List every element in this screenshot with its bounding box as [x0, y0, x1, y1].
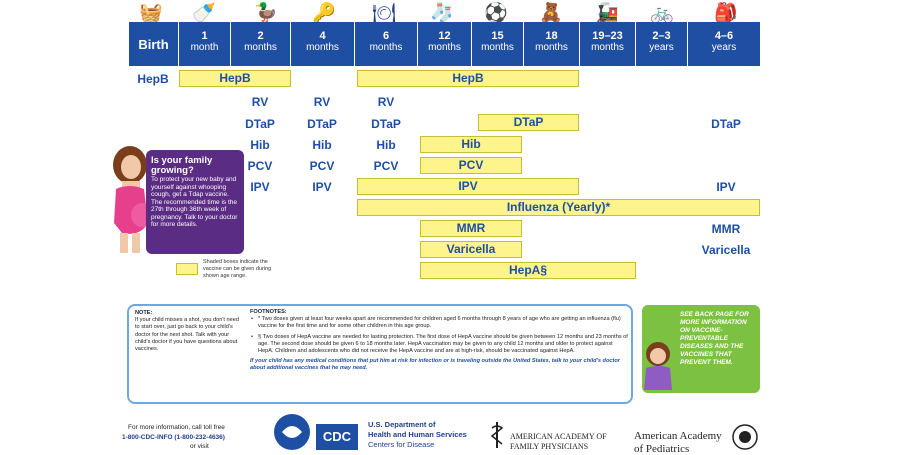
dtap-46-label: DTaP: [711, 117, 741, 131]
varicella-bar-12-15: Varicella: [420, 241, 522, 258]
back-page-info-text: See back page for more information on va…: [680, 311, 749, 366]
hib-2-label: Hib: [250, 138, 270, 152]
footnotes-title: FOOTNOTES:: [250, 309, 287, 315]
cdc-logo-text: CDC: [322, 429, 352, 444]
hhs-line1: U.S. Department of: [368, 420, 436, 429]
ipv-2-label: IPV: [250, 180, 270, 194]
footnotes-section: FOOTNOTES: * Two doses given at least fo…: [250, 309, 628, 373]
footnote-medical-conditions: If your child has any medical conditions…: [250, 358, 620, 372]
dtap-6-label: DTaP: [371, 117, 401, 131]
aap-line1: American Academy: [634, 430, 722, 442]
legend-swatch: [176, 263, 198, 275]
footnote-influenza: * Two doses given at least four weeks ap…: [250, 316, 628, 330]
rv-6-label: RV: [377, 95, 395, 109]
rattle-icon: 🔑: [312, 3, 336, 24]
notes-panel: [127, 304, 633, 404]
hib-4-label: Hib: [312, 138, 332, 152]
tricycle-icon: 🚲: [650, 3, 674, 24]
footnote-hepa: § Two doses of HepA vaccine are needed f…: [250, 334, 628, 356]
varicella-46-label: Varicella: [701, 243, 751, 257]
cdc-logo: CDC: [316, 424, 358, 450]
more-info-text: For more information, call toll free: [128, 424, 225, 431]
dtap-4-label: DTaP: [307, 117, 337, 131]
hepb-bar-1-2: HepB: [179, 70, 291, 87]
hib-bar-12-15: Hib: [420, 136, 522, 153]
pcv-4-label: PCV: [309, 159, 335, 173]
note-title: NOTE:: [135, 310, 153, 316]
bib-icon: 🍽: [371, 3, 397, 24]
pcv-6-label: PCV: [373, 159, 399, 173]
aafp-logo: [490, 422, 504, 448]
note-body: If your child misses a shot, you don't n…: [135, 317, 239, 353]
train-icon: 🚂: [595, 3, 619, 24]
phone-number: 1-800-CDC-INFO (1-800-232-4636): [122, 434, 225, 441]
pregnancy-callout: Is your family growing? To protect your …: [146, 150, 244, 254]
aap-seal-icon: [732, 424, 758, 450]
aafp-line1: AMERICAN ACADEMY OF: [510, 432, 607, 441]
callout-title: Is your family growing?: [151, 155, 213, 176]
legend-text: Shaded boxes indicate the vaccine can be…: [203, 259, 272, 279]
pcv-2-label: PCV: [247, 159, 273, 173]
backpack-icon: 🎒: [714, 3, 738, 24]
hepb-bar-6-18: HepB: [357, 70, 579, 87]
ball-icon: ⚽: [484, 3, 508, 24]
hhs-line3: Centers for Disease: [368, 440, 435, 449]
callout-body: To protect your new baby and yourself ag…: [151, 176, 238, 228]
visit-text: or visit: [190, 443, 209, 450]
rv-4-label: RV: [313, 95, 331, 109]
hib-6-label: Hib: [376, 138, 396, 152]
child-illustration: [644, 342, 672, 390]
hhs-logo: [274, 414, 310, 450]
influenza-bar: Influenza (Yearly)*: [357, 199, 760, 216]
hepa-bar-12-23: HepA§: [420, 262, 636, 279]
dtap-bar-15-18: DTaP: [478, 114, 579, 131]
note-section: NOTE: If your child misses a shot, you d…: [135, 310, 243, 353]
stacking-toy-icon: 🧸: [539, 3, 563, 24]
hepb-birth-label: HepB: [137, 72, 169, 86]
pregnant-woman-illustration: [113, 146, 153, 253]
duck-icon: 🦆: [254, 3, 278, 24]
dtap-2-label: DTaP: [245, 117, 275, 131]
rv-2-label: RV: [251, 95, 269, 109]
mmr-46-label: MMR: [711, 222, 741, 236]
aafp-line2: FAMILY PHYSICIANS: [510, 442, 589, 451]
hhs-line2: Health and Human Services: [368, 430, 467, 439]
aap-line2: of Pediatrics: [634, 443, 690, 455]
bottle-icon: 🍼: [192, 3, 216, 24]
socks-icon: 🧦: [430, 3, 454, 24]
pcv-bar-12-15: PCV: [420, 157, 522, 174]
mmr-bar-12-15: MMR: [420, 220, 522, 237]
ipv-bar-6-18: IPV: [357, 178, 579, 195]
header-birth: Birth: [129, 22, 179, 66]
ipv-46-label: IPV: [716, 180, 736, 194]
ipv-4-label: IPV: [312, 180, 332, 194]
bassinet-icon: 🧺: [139, 3, 163, 24]
